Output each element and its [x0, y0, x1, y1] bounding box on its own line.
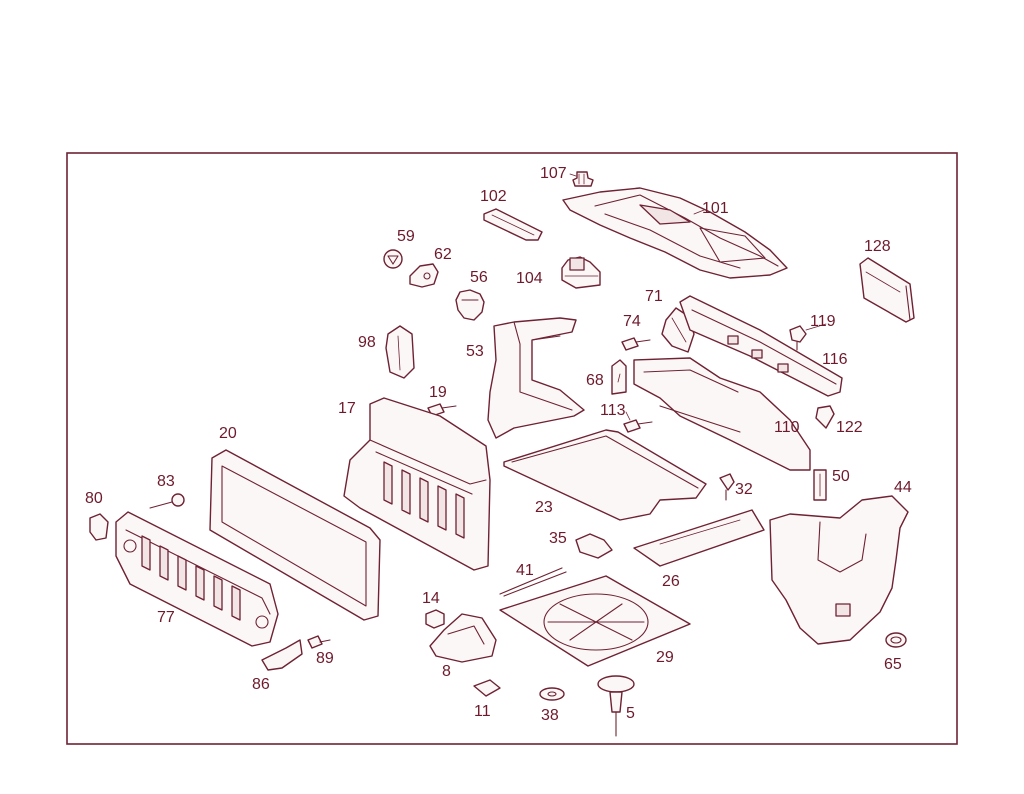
callout-19: 19 [429, 384, 447, 401]
callout-119: 119 [810, 313, 836, 330]
part-11-clip [473, 679, 501, 697]
callout-11: 11 [474, 703, 491, 720]
callout-20: 20 [219, 425, 237, 442]
callout-68: 68 [586, 372, 604, 389]
part-107-clip [572, 171, 594, 187]
part-83-screw [149, 493, 185, 509]
callout-74: 74 [623, 313, 641, 330]
callout-104: 104 [516, 270, 543, 287]
part-101-trunk-lid-lining [562, 187, 788, 279]
part-116-rear-member [679, 295, 843, 397]
callout-113: 113 [600, 402, 626, 419]
part-17-rear-partition [343, 397, 491, 571]
callout-35: 35 [549, 530, 567, 547]
leader-lines [569, 173, 827, 421]
callout-50: 50 [832, 468, 850, 485]
callout-14: 14 [422, 590, 440, 607]
part-29-spare-wheel-well [499, 575, 691, 667]
part-35-bracket [575, 533, 613, 559]
part-32-clip [719, 473, 735, 501]
part-128-block [859, 257, 915, 323]
part-80-clip [89, 513, 109, 541]
callout-77: 77 [157, 609, 175, 626]
callout-80: 80 [85, 490, 103, 507]
callout-98: 98 [358, 334, 376, 351]
part-56-cap [455, 289, 485, 321]
part-41-strap [499, 567, 567, 597]
callout-128: 128 [864, 238, 891, 255]
part-26-panel [633, 509, 765, 567]
callout-86: 86 [252, 676, 270, 693]
part-38-washer [539, 687, 565, 701]
part-62-hinge-clip [409, 263, 439, 288]
part-53-side-trim [487, 317, 585, 439]
callout-5: 5 [626, 705, 635, 722]
callout-107: 107 [540, 165, 567, 182]
part-23-floor-mat [503, 429, 707, 521]
callout-29: 29 [656, 649, 674, 666]
part-102-strip [483, 208, 543, 241]
part-20-frame-panel [209, 449, 381, 621]
part-89-screw [307, 635, 331, 649]
callout-102: 102 [480, 188, 507, 205]
callout-116: 116 [822, 351, 848, 368]
part-77-rear-panel [115, 511, 279, 647]
callout-71: 71 [645, 288, 663, 305]
callout-101: 101 [702, 200, 729, 217]
part-59-round-clip [383, 249, 403, 269]
callout-26: 26 [662, 573, 680, 590]
part-110-side-trim [633, 357, 811, 471]
part-74-screw [621, 337, 651, 351]
callout-labels: 107 102 101 59 62 56 104 128 71 74 119 9… [85, 165, 912, 724]
callout-8: 8 [442, 663, 451, 680]
part-86-bracket [261, 639, 303, 671]
part-113-screw [623, 419, 653, 433]
part-50-lock [813, 469, 827, 501]
part-119-clip [789, 325, 807, 351]
callout-89: 89 [316, 650, 334, 667]
part-14-nut [425, 609, 445, 629]
part-122-clip [815, 405, 835, 429]
callout-17: 17 [338, 400, 356, 417]
part-104-bracket [561, 256, 601, 289]
diagram-frame [66, 152, 958, 745]
part-5-bolt [597, 675, 635, 737]
part-65-grommet [885, 632, 907, 648]
callout-110: 110 [774, 419, 800, 436]
part-98-bracket [385, 325, 415, 379]
callout-62: 62 [434, 246, 452, 263]
callout-122: 122 [836, 419, 863, 436]
callout-44: 44 [894, 479, 912, 496]
callout-56: 56 [470, 269, 488, 286]
callout-41: 41 [516, 562, 534, 579]
callout-32: 32 [735, 481, 753, 498]
callout-59: 59 [397, 228, 415, 245]
part-8-jack-base [429, 613, 497, 663]
callout-65: 65 [884, 656, 902, 673]
callout-83: 83 [157, 473, 175, 490]
part-44-wheel-arch-trim [769, 495, 909, 645]
callout-38: 38 [541, 707, 559, 724]
callout-23: 23 [535, 499, 553, 516]
callout-53: 53 [466, 343, 484, 360]
